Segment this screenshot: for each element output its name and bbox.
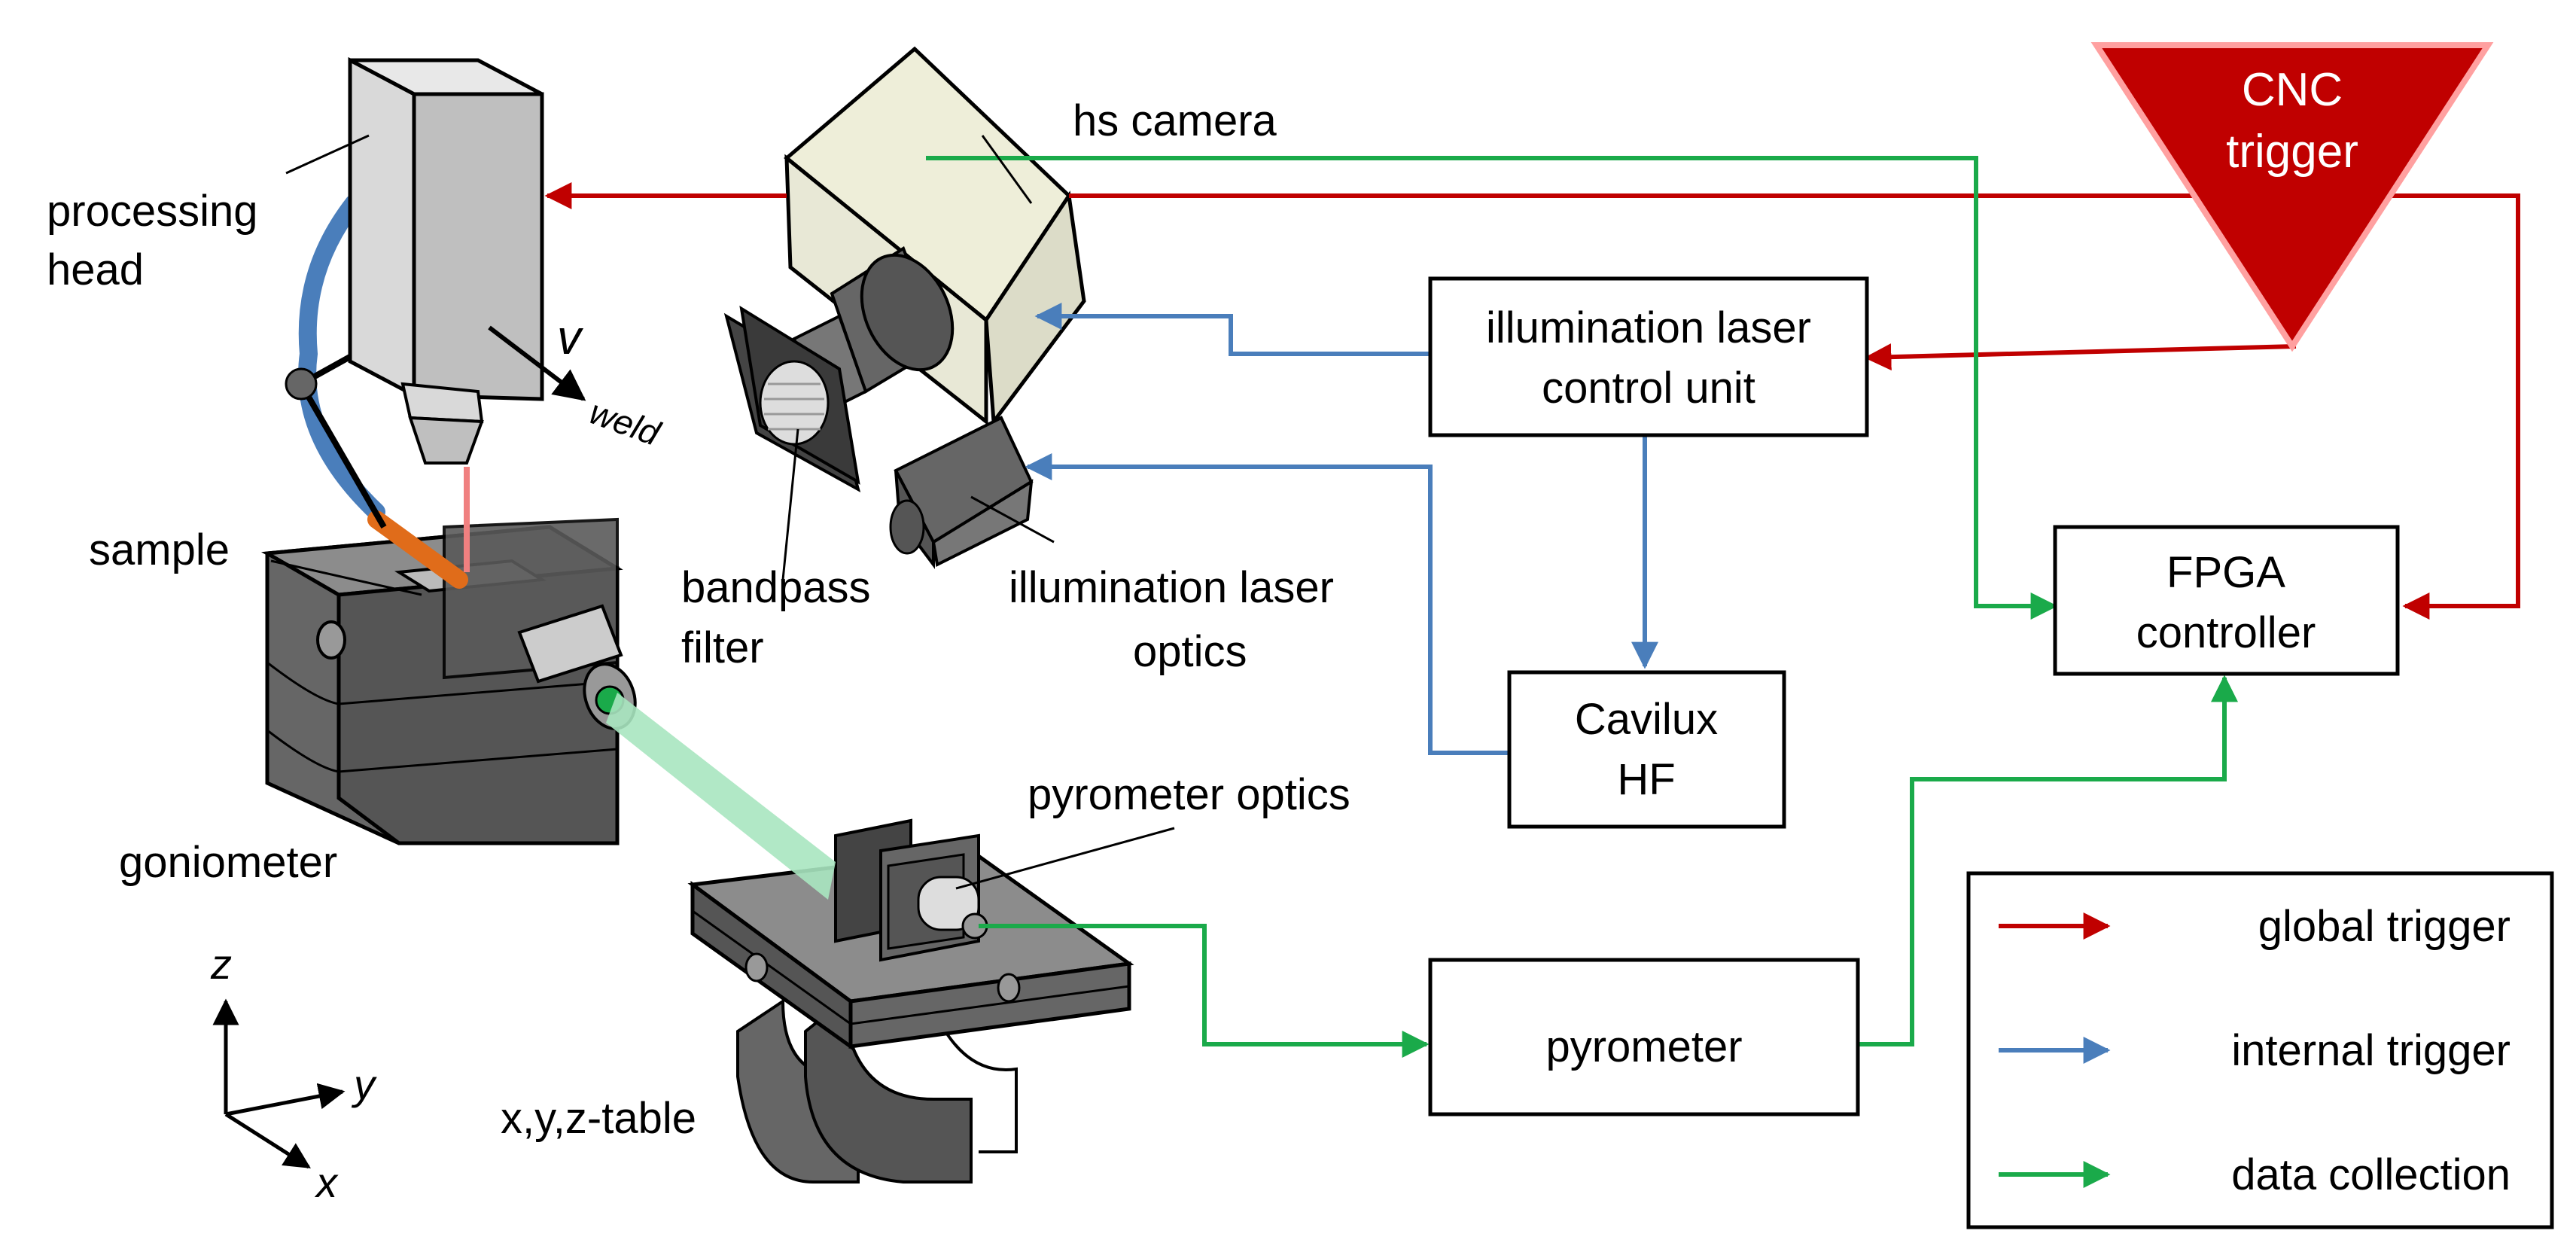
bandpass-label-2: filter [681,623,764,672]
legend: global trigger internal trigger data col… [1966,871,2554,1229]
illumination-control-box: illumination laser control unit [1428,276,1869,437]
coordinate-axes: z y x [210,940,377,1206]
cnc-trigger-label-1: CNC [2242,64,2343,116]
processing-head-label-1: processing [47,187,257,236]
axis-z-label: z [210,940,232,988]
legend-data-label: data collection [2231,1150,2511,1199]
sample-label: sample [89,525,230,574]
pyrometer-label: pyrometer [1545,1022,1742,1071]
illumination-laser-optics [889,416,1034,569]
global-trigger-lines [544,182,2520,620]
illumination-optics-label-2: optics [1133,627,1247,676]
illumination-optics-label-1: illumination laser [1009,563,1334,612]
legend-global-label: global trigger [2258,902,2511,951]
pyrometer-optics-label: pyrometer optics [1028,770,1350,819]
pyrometer-beam [606,693,836,900]
cavilux-label-1: Cavilux [1575,695,1718,744]
goniometer-label: goniometer [119,838,337,887]
axis-y-label: y [351,1061,377,1108]
illumination-control-label-1: illumination laser [1486,303,1811,352]
fpga-label-1: FPGA [2166,548,2285,597]
goniometer [260,517,637,845]
pyrometer-box: pyrometer [1428,958,1860,1116]
processing-head-arm [285,194,468,589]
data-collection-lines [926,156,2238,1058]
cnc-trigger-label-2: trigger [2226,126,2358,178]
fpga-controller-box: FPGA controller [2053,525,2400,676]
cnc-trigger: CNC trigger [2090,42,2494,352]
xyz-table [687,818,1134,1184]
processing-head [348,56,544,465]
velocity-symbol: v [557,310,584,364]
bandpass-filter [723,306,861,493]
legend-internal-label: internal trigger [2231,1026,2511,1075]
internal-trigger-lines [1025,303,1658,755]
fpga-label-2: controller [2136,608,2316,657]
processing-head-label-2: head [47,245,144,294]
cavilux-label-2: HF [1617,755,1675,804]
velocity-subscript: weld [585,392,666,454]
xyz-table-label: x,y,z-table [501,1094,696,1143]
leader-lines [270,134,1175,890]
illumination-control-label-2: control unit [1542,364,1755,413]
bandpass-label-1: bandpass [681,563,871,612]
cavilux-box: Cavilux HF [1507,670,1786,829]
hs-camera-label: hs camera [1073,96,1277,145]
axis-x-label: x [314,1159,339,1206]
